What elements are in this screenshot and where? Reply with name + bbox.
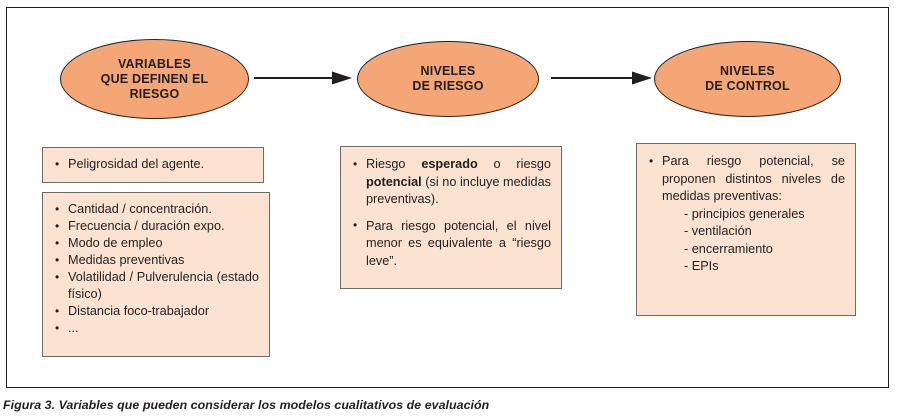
node-variables-label: VARIABLES QUE DEFINEN EL RIESGO — [100, 56, 209, 101]
list-item-medidas-preventivas: Para riesgo potencial, se proponen disti… — [649, 153, 845, 206]
niveles-control-list: Para riesgo potencial, se proponen disti… — [637, 144, 855, 276]
peligrosidad-list: Peligrosidad del agente. — [43, 148, 263, 174]
list-item-riesgo-esperado: Riesgo esperado o riesgo potencial (si n… — [353, 156, 551, 209]
text-bold-esperado: esperado — [421, 157, 478, 171]
sub-item-ventilacion: - ventilación — [684, 224, 752, 238]
node-niveles-riesgo-label: NIVELES DE RIESGO — [412, 64, 484, 93]
list-item: Cantidad / concentración. — [55, 201, 259, 218]
niveles-riesgo-list: Riesgo esperado o riesgo potencial (si n… — [341, 147, 561, 270]
list-item: Medidas preventivas — [55, 252, 259, 269]
node-niveles-de-riesgo: NIVELES DE RIESGO — [357, 41, 539, 117]
box-niveles-de-control-detail: Para riesgo potencial, se proponen disti… — [636, 143, 856, 316]
arrow-niveles-riesgo-to-niveles-control — [551, 71, 652, 85]
box-variables-list: Cantidad / concentración. Frecuencia / d… — [42, 192, 270, 357]
box-peligrosidad-del-agente: Peligrosidad del agente. — [42, 147, 264, 183]
sub-item-epis: - EPIs — [684, 259, 719, 273]
list-item-nivel-menor: Para riesgo potencial, el nivel menor es… — [353, 217, 551, 271]
list-item: Distancia foco-trabajador — [55, 303, 259, 320]
text-part-1: Riesgo — [366, 157, 422, 171]
list-item: Peligrosidad del agente. — [55, 156, 253, 174]
list-item: Volatilidad / Pulverulencia (estado físi… — [55, 269, 259, 303]
node-niveles-control-label: NIVELES DE CONTROL — [705, 64, 790, 93]
arrow-variables-to-niveles-riesgo — [254, 71, 352, 85]
text-bold-potencial: potencial — [366, 174, 422, 189]
figure-caption: Figura 3. Variables que pueden considera… — [3, 398, 490, 412]
text-part-2: o riesgo — [477, 157, 551, 171]
text-part-3: (si no incluye medidas preventivas). — [366, 174, 551, 207]
sub-item-principios-generales: - principios generales — [684, 206, 805, 221]
list-item: Frecuencia / duración expo. — [55, 218, 259, 235]
sublist-item: - principios generales - ventilación - e… — [649, 206, 845, 276]
variables-list: Cantidad / concentración. Frecuencia / d… — [43, 193, 269, 337]
box-niveles-de-riesgo-detail: Riesgo esperado o riesgo potencial (si n… — [340, 146, 562, 289]
node-variables-que-definen-el-riesgo: VARIABLES QUE DEFINEN EL RIESGO — [60, 39, 249, 119]
list-item: ... — [55, 320, 259, 337]
node-niveles-de-control: NIVELES DE CONTROL — [654, 41, 841, 117]
list-item: Modo de empleo — [55, 235, 259, 252]
sub-item-encerramiento: - encerramiento — [684, 241, 773, 256]
